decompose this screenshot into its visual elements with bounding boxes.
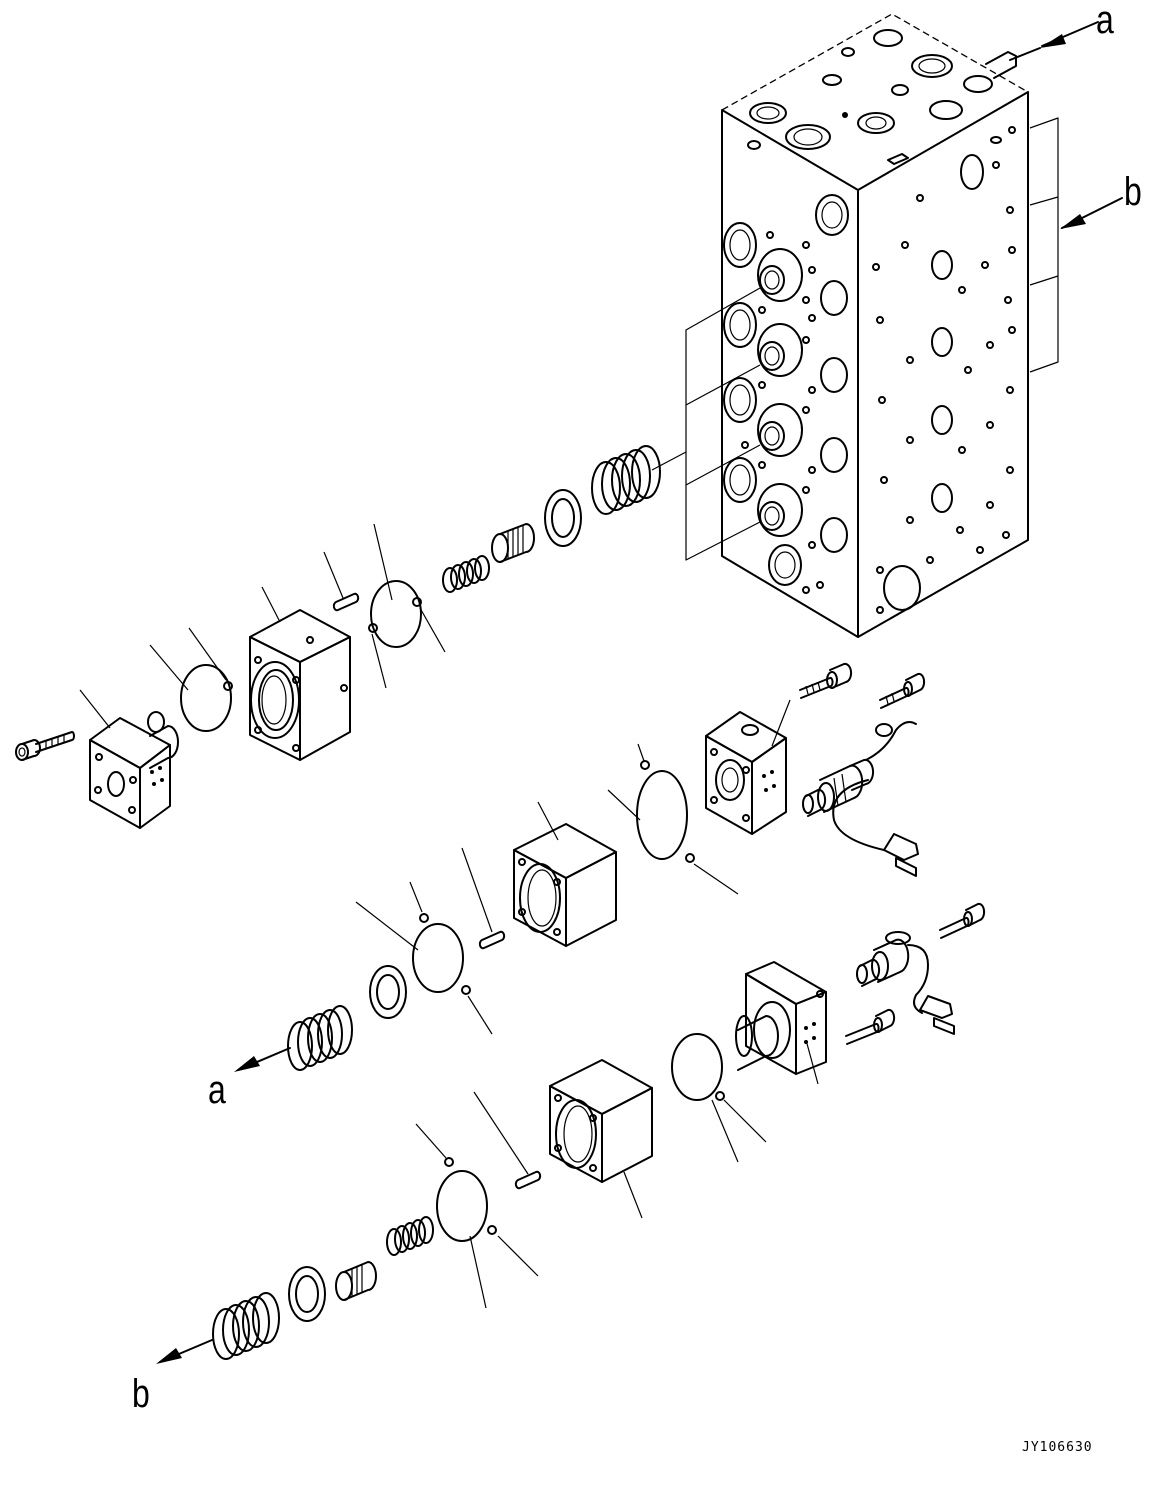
o-ring-upper-2	[149, 627, 233, 732]
pressure-sensor-middle	[802, 721, 919, 877]
middle-exploded-row	[287, 743, 739, 1071]
end-cap-lower-right	[735, 961, 827, 1085]
washer-upper	[544, 489, 582, 547]
spring-middle	[287, 1005, 353, 1071]
o-ring-lower-1	[671, 1033, 767, 1163]
pin-upper	[323, 551, 360, 612]
o-ring-middle-1	[607, 743, 739, 895]
o-ring-middle-2	[355, 881, 493, 1035]
bolt-lower-1	[939, 902, 986, 939]
spring-large-lower	[212, 1292, 280, 1360]
o-ring-upper-1	[368, 523, 446, 689]
drawing-code: JY106630	[1022, 1440, 1093, 1455]
arrow-a-top	[1040, 21, 1099, 48]
arrow-b-bottom	[156, 1339, 213, 1364]
washer-middle	[369, 965, 407, 1019]
housing-upper	[249, 586, 351, 761]
front-face-ports	[723, 194, 849, 594]
spring-small-upper	[442, 555, 490, 593]
housing-middle	[513, 801, 617, 947]
bolt-middle-1	[799, 662, 853, 699]
spring-retainer-lower	[335, 1261, 377, 1301]
spool-leader-lines	[651, 287, 761, 561]
pin-lower	[473, 1091, 542, 1190]
spring-large-upper	[591, 445, 661, 515]
o-ring-lower-2	[415, 1123, 539, 1309]
bolt-lower-2	[845, 1008, 896, 1045]
side-face-ports	[872, 126, 1016, 614]
pressure-sensor-lower	[856, 931, 955, 1035]
arrow-a-bottom	[234, 1047, 291, 1072]
spring-retainer-upper	[491, 523, 535, 563]
housing-lower	[549, 1059, 653, 1219]
bolt-middle-2	[879, 672, 926, 709]
arrow-b-top	[1060, 197, 1123, 229]
spring-small-lower	[386, 1216, 434, 1256]
callout-b-bottom: b	[132, 1372, 150, 1416]
callout-b-top: b	[1124, 170, 1142, 214]
washer-lower	[288, 1266, 326, 1322]
callout-a-top: a	[1096, 0, 1114, 42]
pin-middle	[461, 847, 506, 950]
end-cap-upper	[79, 689, 179, 829]
upper-exploded-row	[15, 445, 661, 829]
callout-a-bottom: a	[208, 1068, 226, 1112]
valve-body	[721, 13, 1059, 638]
lower-exploded-row	[212, 1033, 767, 1360]
b-bracket-lines	[1029, 117, 1059, 373]
spool-ends	[757, 248, 803, 537]
sensor-block-middle	[705, 699, 791, 835]
bolt-upper-left	[15, 731, 75, 761]
